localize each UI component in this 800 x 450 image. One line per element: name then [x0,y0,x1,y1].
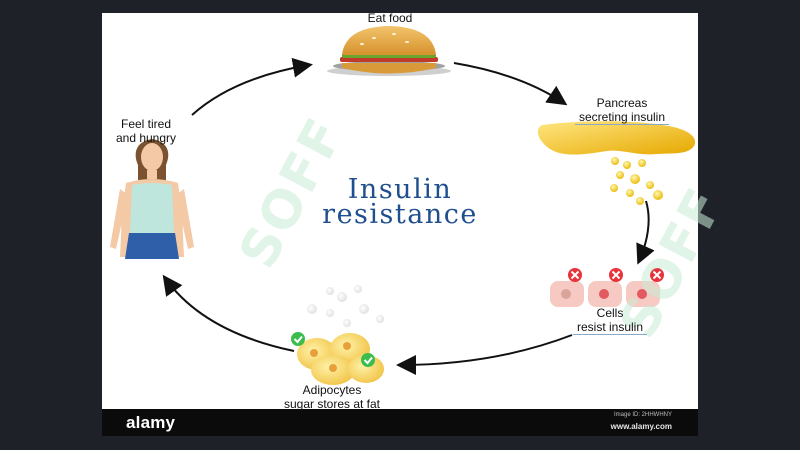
label-feel-tired-line2: and hungry [115,131,177,145]
arrow-person-to-food [191,57,313,116]
label-pancreas-sub: secreting insulin [574,110,670,125]
arrow-pancreas-to-cells [636,200,655,265]
diagram-frame: SOFF SOFF Insulin resistance Eat food Pa… [102,11,737,411]
burger-illustration [327,26,451,76]
label-cells-title: Cells [596,306,624,320]
title-line-1: Insulin [347,174,453,205]
label-adipocytes: Adipocytes sugar stores at fat [262,383,402,411]
cells-illustration [550,268,664,307]
site-url-text: www.alamy.com [610,422,672,431]
arrow-adipocytes-to-person [162,274,295,352]
label-cells-sub: resist insulin [572,320,648,335]
image-id-text: Image ID: 2HHWHNY [613,412,672,418]
label-feel-tired: Feel tired and hungry [104,117,188,145]
label-eat-food: Eat food [367,11,413,25]
tired-person-illustration [110,139,194,259]
label-feel-tired-line1: Feel tired [120,117,172,131]
label-pancreas-title: Pancreas [596,96,648,110]
label-cells: Cells resist insulin [550,306,670,335]
label-adipocytes-title: Adipocytes [302,383,362,397]
diagram-artwork [110,26,696,385]
label-adipocytes-sub: sugar stores at fat [283,397,381,411]
stock-footer-bar: alamy Image ID: 2HHWHNY www.alamy.com [102,409,698,436]
label-pancreas: Pancreas secreting insulin [557,96,687,125]
alamy-logo: alamy [126,413,176,432]
adipocytes-illustration [291,285,384,385]
pancreas-illustration [537,121,696,205]
arrow-food-to-pancreas [453,62,568,106]
title-line-2: resistance [322,199,478,230]
arrow-cells-to-adipocytes [396,334,573,375]
